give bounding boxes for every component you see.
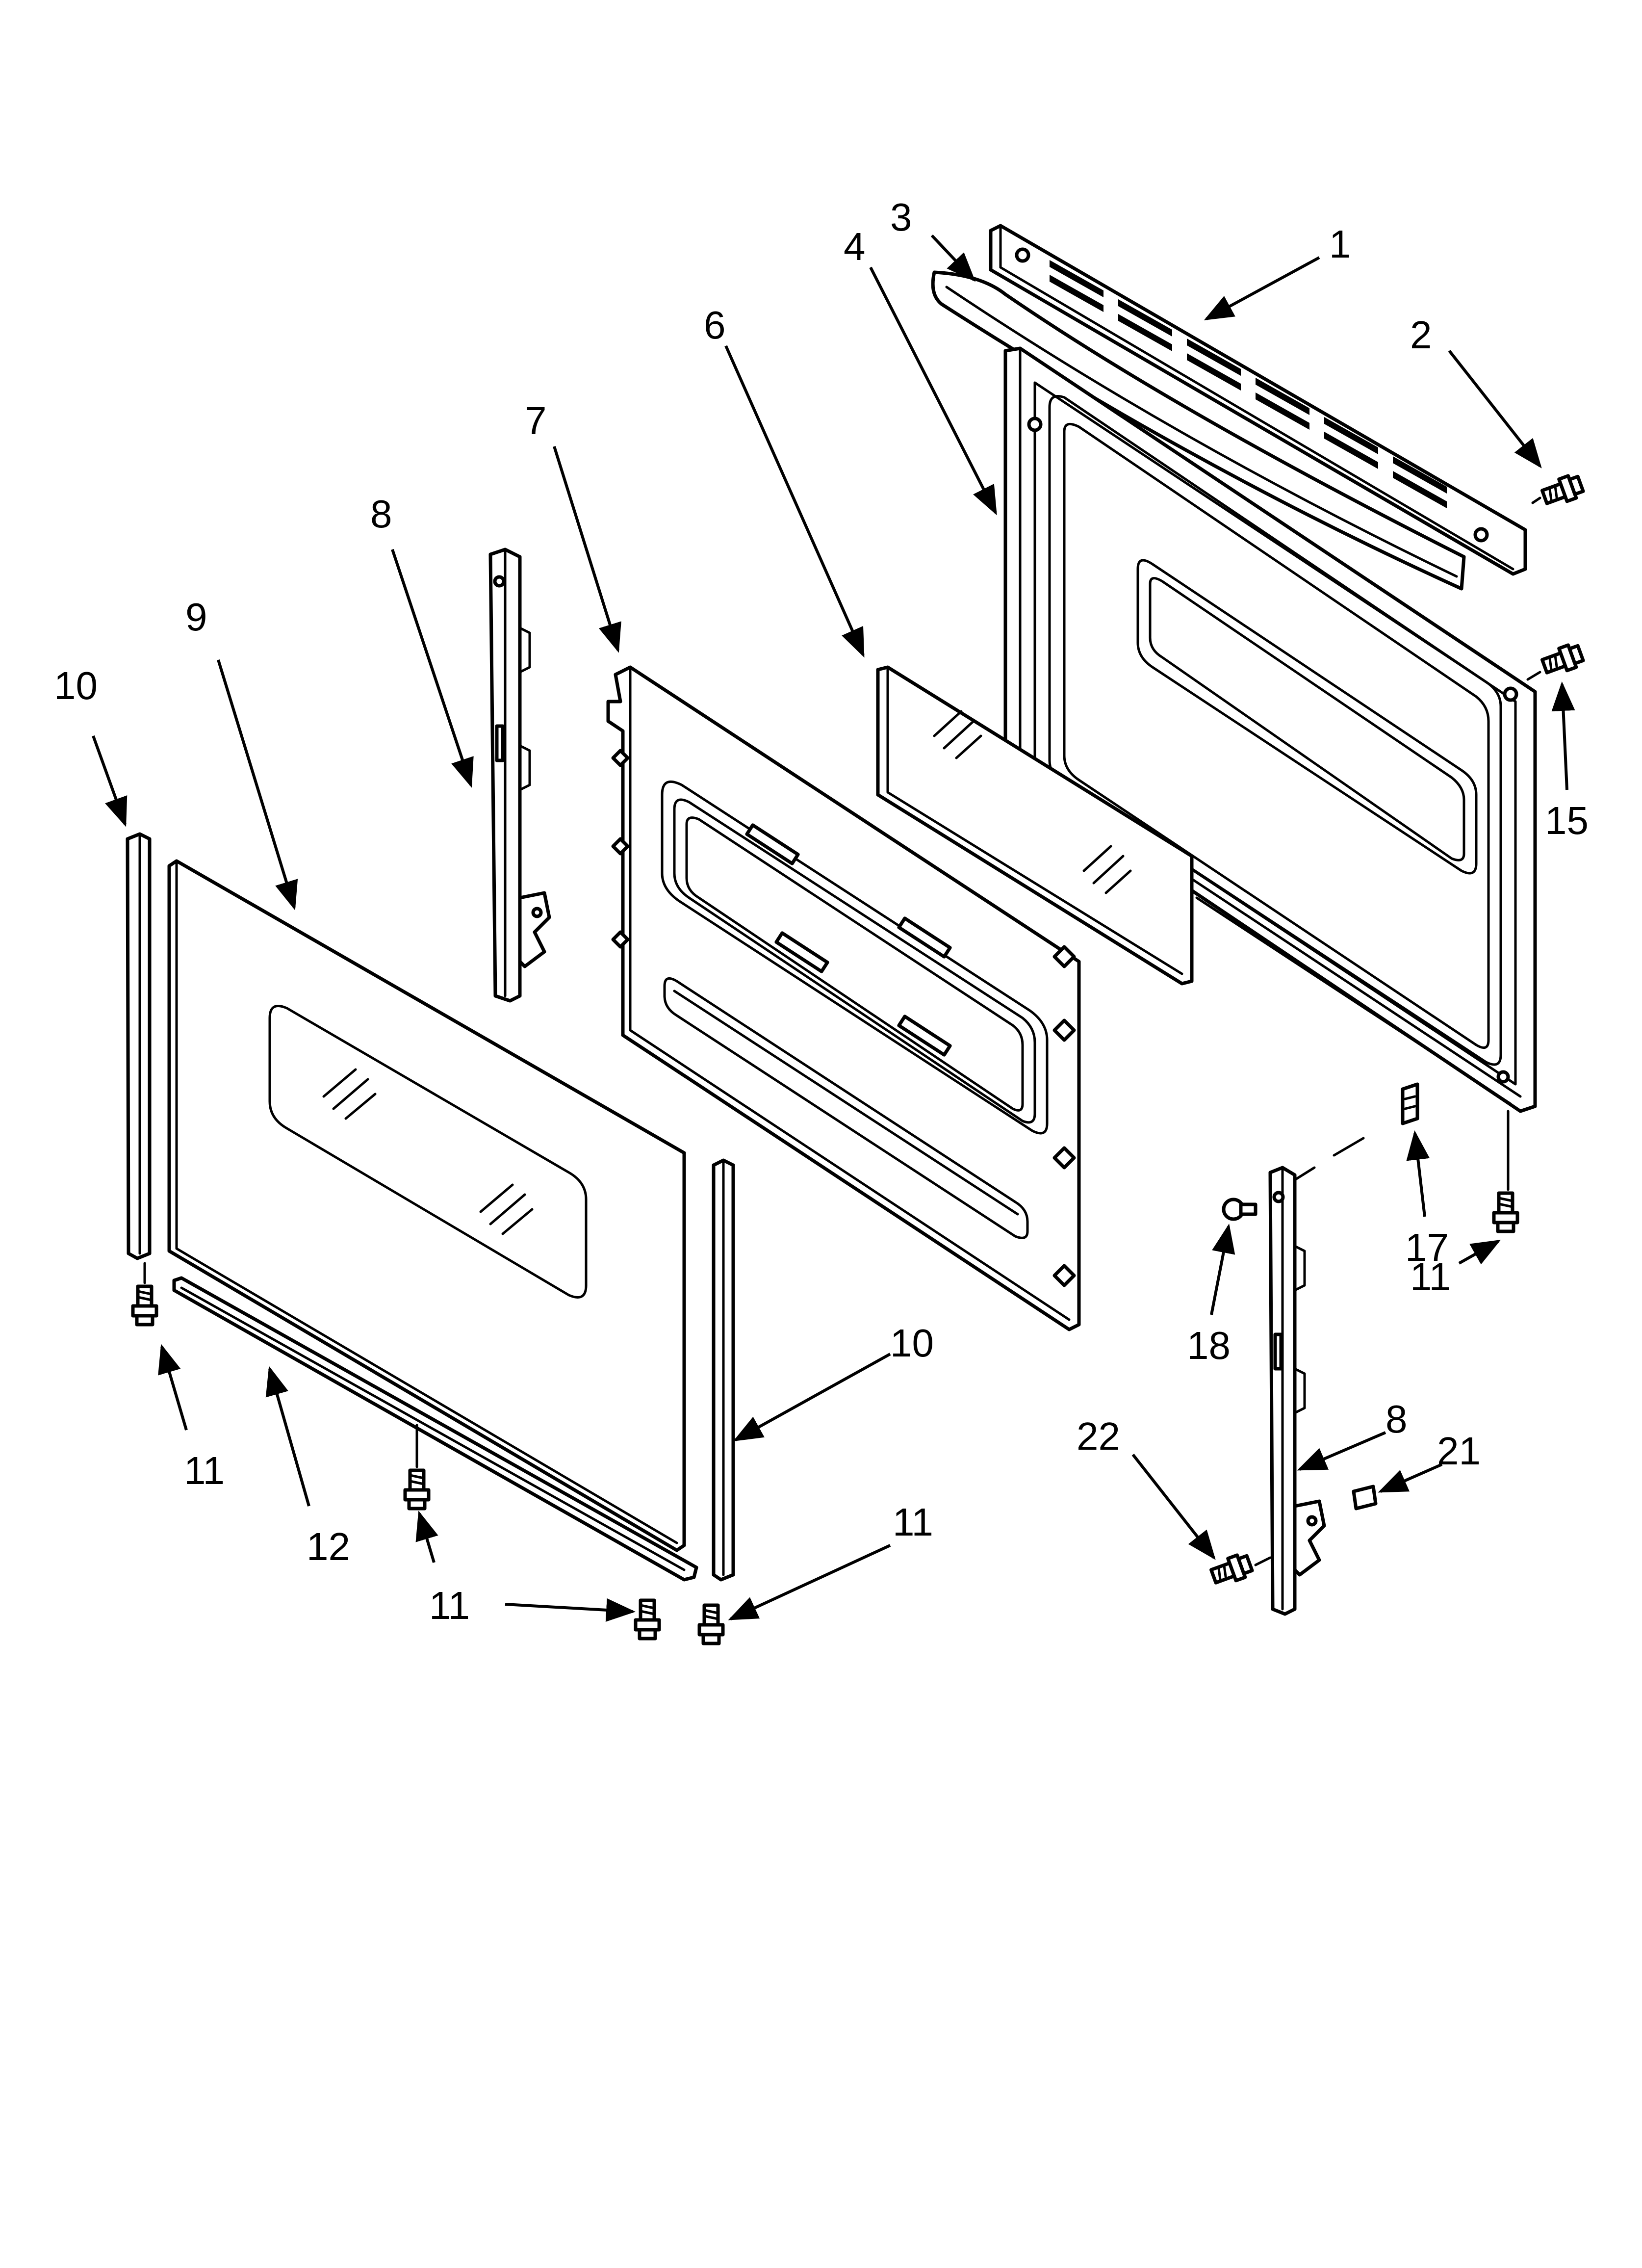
clip-part-21: [1352, 1485, 1378, 1511]
leader-lines: [92, 234, 1575, 1622]
callout-8-right: 8: [1385, 1397, 1408, 1441]
callout-10-right: 10: [890, 1321, 934, 1365]
screw-part-11-b: [405, 1470, 429, 1509]
outer-door-panel-part: [1003, 346, 1537, 1113]
callout-12: 12: [307, 1525, 350, 1568]
callout-2: 2: [1410, 313, 1432, 357]
inner-door-liner-part: [606, 665, 1081, 1331]
callout-1: 1: [1329, 222, 1351, 266]
screw-part-11-e: [1494, 1193, 1517, 1231]
alignment-lines: [143, 496, 1541, 1566]
bottom-trim-part: [172, 1276, 698, 1582]
screw-part-15: [1540, 642, 1585, 678]
callout-labels: 1 2 3 4 6 7 8 9 10 11 12 11 10 11 15 17 …: [54, 195, 1589, 1627]
screw-part-11-a: [133, 1286, 156, 1325]
callout-3: 3: [890, 195, 912, 239]
door-handle-part: [931, 270, 1466, 591]
callout-22: 22: [1077, 1414, 1120, 1458]
side-trim-left-part: [126, 832, 152, 1260]
callout-11-right: 11: [893, 1500, 933, 1544]
callout-10-left: 10: [54, 664, 98, 707]
screw-part-2: [1540, 473, 1585, 508]
screw-part-22: [1209, 1552, 1254, 1588]
callout-18: 18: [1187, 1324, 1231, 1367]
callout-11-far-right: 11: [1410, 1255, 1451, 1299]
callout-21: 21: [1437, 1429, 1481, 1473]
vent-trim-part: [989, 224, 1527, 576]
hinge-channel-left-part: [488, 547, 551, 1003]
callout-8-left: 8: [370, 492, 392, 536]
hinge-channel-right-part: [1268, 1166, 1326, 1616]
glass-pane-part: [876, 665, 1194, 986]
clip-part-17: [1401, 1082, 1419, 1125]
screw-part-11-d: [699, 1605, 723, 1643]
callout-15: 15: [1545, 799, 1589, 842]
callout-17: 17: [1405, 1225, 1449, 1269]
callout-11-bottom: 11: [429, 1584, 470, 1627]
callout-7: 7: [525, 399, 547, 443]
side-trim-right-part: [712, 1158, 735, 1582]
outer-glass-door-part: [167, 859, 686, 1552]
button-part-18: [1222, 1198, 1257, 1221]
screw-part-11-c: [636, 1600, 659, 1639]
callout-9: 9: [185, 595, 207, 639]
callout-6: 6: [704, 303, 726, 347]
callout-4: 4: [844, 225, 866, 268]
callout-11-left: 11: [184, 1449, 225, 1492]
